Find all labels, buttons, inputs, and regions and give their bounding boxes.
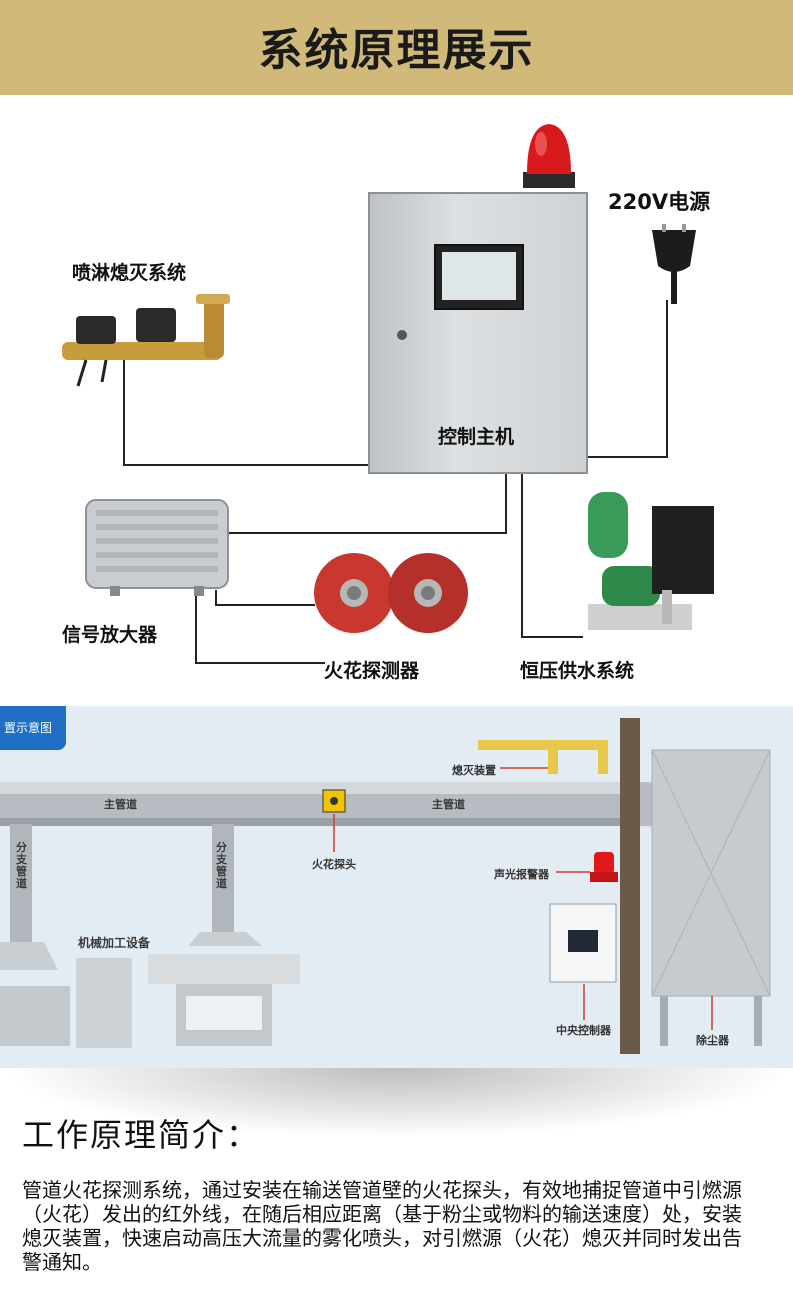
main-pipe-left-label: 主管道 <box>104 798 137 811</box>
power-label: 220V电源 <box>608 190 711 214</box>
intro-text: 管道火花探测系统，通过安装在输送管道壁的火花探头，有效地捕捉管道中引燃源（火花）… <box>22 1178 742 1274</box>
wire <box>588 456 668 458</box>
wire <box>123 356 125 466</box>
section-shade <box>0 1068 793 1138</box>
machining-label: 机械加工设备 <box>78 936 151 950</box>
page-title: 系统原理展示 <box>258 25 535 76</box>
wire <box>505 474 507 534</box>
control-screen-display <box>442 252 516 300</box>
sprinkler-valve-icon <box>62 294 230 387</box>
wire <box>215 604 315 606</box>
detector-label: 火花探测器 <box>324 660 420 682</box>
wire <box>195 590 197 664</box>
wire <box>521 474 523 638</box>
central-controller-label: 中央控制器 <box>556 1024 611 1037</box>
wire <box>228 532 506 534</box>
header-banner <box>0 0 793 95</box>
water-pump-icon <box>588 492 714 630</box>
schematic-drawing <box>0 718 771 1054</box>
wire <box>666 300 668 458</box>
wire <box>215 590 217 606</box>
amplifier-label: 信号放大器 <box>62 624 158 646</box>
power-plug-icon <box>652 224 696 304</box>
alarm-beacon-icon <box>523 124 575 188</box>
wire <box>521 636 583 638</box>
branch-right-label: 分支管道 <box>216 841 227 890</box>
extinguisher-label: 熄灭装置 <box>452 764 496 777</box>
spark-probe-label: 火花探头 <box>312 858 356 871</box>
dust-collector-label: 除尘器 <box>696 1034 729 1047</box>
branch-left-label: 分支管道 <box>16 841 27 890</box>
water-supply-label: 恒压供水系统 <box>520 660 635 682</box>
schematic-tag: 置示意图 <box>0 706 66 750</box>
alarm-label: 声光报警器 <box>494 868 549 881</box>
wire <box>123 464 369 466</box>
wire <box>195 662 325 664</box>
controller-label: 控制主机 <box>438 426 515 448</box>
cabinet-lock-icon <box>397 330 407 340</box>
spark-detector-icon <box>314 553 468 633</box>
main-pipe-right-label: 主管道 <box>432 798 465 811</box>
sprinkler-label: 喷淋熄灭系统 <box>72 262 187 284</box>
intro-title: 工作原理简介： <box>22 1116 261 1154</box>
signal-amplifier-icon <box>85 499 229 596</box>
